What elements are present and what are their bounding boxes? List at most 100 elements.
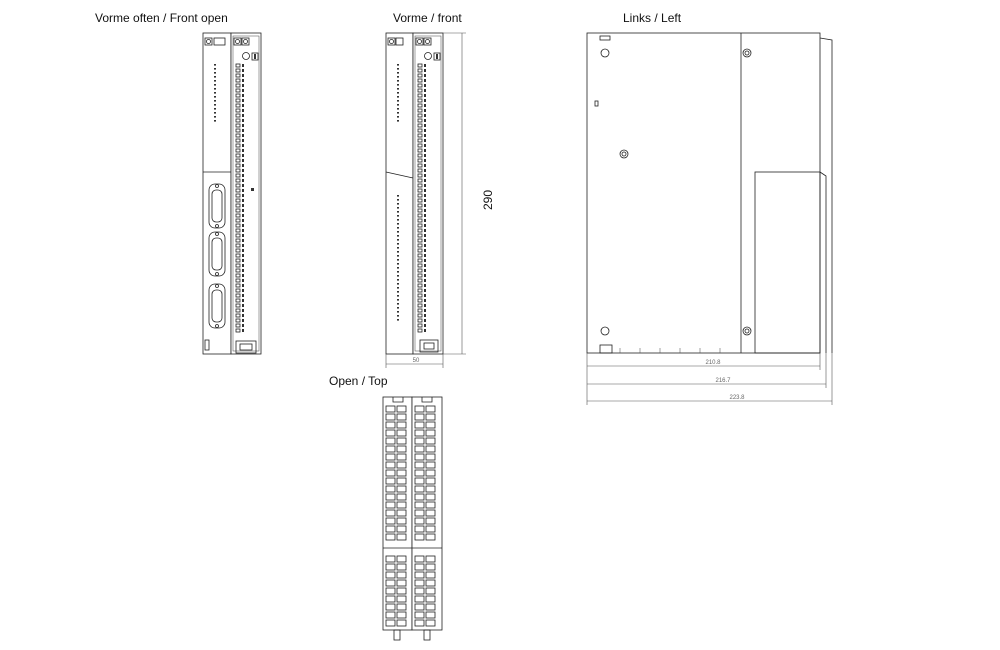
terminal-cell	[414, 453, 425, 461]
terminal-screw	[242, 154, 244, 157]
led-dot	[397, 255, 399, 257]
terminal-cell	[396, 571, 407, 579]
terminal-square	[417, 78, 423, 83]
terminal-square	[235, 243, 241, 248]
terminal-screw	[242, 64, 244, 67]
led-dot	[397, 195, 399, 197]
terminal-screw	[424, 189, 426, 192]
terminal-cell	[414, 469, 425, 477]
terminal-screw	[242, 239, 244, 242]
terminal-screw	[242, 204, 244, 207]
terminal-screw	[424, 209, 426, 212]
terminal-cell	[385, 461, 396, 469]
terminal-cell	[425, 429, 436, 437]
terminal-screw	[424, 239, 426, 242]
terminal-screw	[242, 94, 244, 97]
terminal-screw	[242, 259, 244, 262]
led-dot	[397, 100, 399, 102]
front-width-dimension: 50	[413, 358, 420, 364]
terminal-square	[235, 188, 241, 193]
led-dot	[397, 311, 399, 313]
led-dot	[214, 76, 216, 78]
led-dot	[397, 239, 399, 241]
terminal-square	[417, 198, 423, 203]
terminal-screw	[242, 79, 244, 82]
terminal-square	[235, 63, 241, 68]
terminal-screw	[242, 179, 244, 182]
terminal-square	[417, 293, 423, 298]
terminal-square	[417, 298, 423, 303]
terminal-screw	[242, 104, 244, 107]
terminal-square	[235, 228, 241, 233]
terminal-screw	[242, 99, 244, 102]
terminal-screw	[424, 329, 426, 332]
terminal-square	[417, 168, 423, 173]
terminal-cell	[425, 619, 436, 627]
led-dot	[214, 80, 216, 82]
terminal-square	[235, 213, 241, 218]
front-label-box	[395, 37, 404, 46]
terminal-square	[417, 238, 423, 243]
led-dot	[214, 64, 216, 66]
front-open-right-indicator-led-2	[243, 39, 248, 44]
terminal-screw	[424, 119, 426, 122]
terminal-screw	[424, 69, 426, 72]
front-right-inner-frame	[414, 35, 442, 352]
terminal-square	[235, 313, 241, 318]
terminal-square	[235, 208, 241, 213]
terminal-cell	[385, 405, 396, 413]
terminal-square	[417, 288, 423, 293]
terminal-cell	[425, 469, 436, 477]
terminal-cell	[385, 517, 396, 525]
terminal-square	[235, 128, 241, 133]
terminal-square	[417, 188, 423, 193]
left-view-title: Links / Left	[623, 11, 682, 25]
front-left-module	[385, 32, 414, 355]
terminal-square	[417, 263, 423, 268]
terminal-screw	[242, 84, 244, 87]
terminal-screw	[242, 164, 244, 167]
terminal-screw	[242, 284, 244, 287]
led-dot	[214, 68, 216, 70]
front-open-dsub-connector-1	[208, 183, 226, 229]
left-top-tab	[599, 35, 611, 41]
terminal-cell	[396, 405, 407, 413]
terminal-screw	[242, 124, 244, 127]
terminal-square	[235, 258, 241, 263]
front-open-bottom-clip	[204, 339, 210, 351]
terminal-square	[235, 118, 241, 123]
led-dot	[397, 88, 399, 90]
led-dot	[397, 120, 399, 122]
terminal-square	[417, 113, 423, 118]
terminal-square	[235, 143, 241, 148]
terminal-square	[235, 168, 241, 173]
front-switch-lever	[436, 54, 438, 59]
terminal-cell	[425, 421, 436, 429]
terminal-cell	[396, 437, 407, 445]
front-view: 290 50	[385, 32, 495, 368]
terminal-cell	[425, 517, 436, 525]
terminal-screw	[242, 184, 244, 187]
terminal-screw	[242, 134, 244, 137]
terminal-screw	[424, 169, 426, 172]
terminal-square	[235, 233, 241, 238]
terminal-cell	[396, 477, 407, 485]
terminal-cell	[385, 429, 396, 437]
terminal-screw	[242, 209, 244, 212]
terminal-cell	[396, 595, 407, 603]
terminal-square	[235, 183, 241, 188]
terminal-screw	[242, 314, 244, 317]
terminal-cell	[425, 563, 436, 571]
led-dot	[397, 116, 399, 118]
terminal-screw	[242, 244, 244, 247]
terminal-screw	[424, 79, 426, 82]
terminal-square	[417, 203, 423, 208]
terminal-screw	[424, 129, 426, 132]
terminal-screw	[424, 194, 426, 197]
terminal-square	[235, 218, 241, 223]
terminal-screw	[242, 309, 244, 312]
terminal-screw	[242, 129, 244, 132]
left-dimension-2: 216.7	[715, 378, 731, 384]
terminal-cell	[414, 579, 425, 587]
terminal-cell	[385, 509, 396, 517]
